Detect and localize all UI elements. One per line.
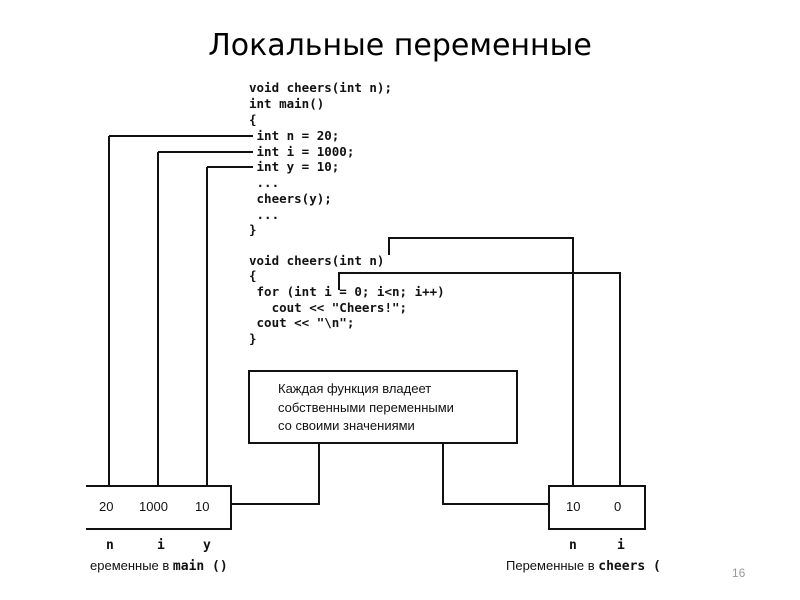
code-line: void cheers(int n); [249,80,392,95]
main-label-i: i [157,538,165,553]
note-box [248,370,518,444]
code-line: cout << "\n"; [249,315,355,330]
code-line: { [249,112,257,127]
code-line: cheers(y); [249,191,332,206]
page-number: 16 [732,566,746,580]
main-caption-text: еременные в [90,558,173,573]
cheers-value-i: 0 [614,499,622,514]
main-caption: еременные в main () [90,558,228,574]
cheers-caption: Переменные в cheers ( [506,558,661,574]
main-label-y: y [203,538,211,553]
code-line: void cheers(int n) [249,253,385,268]
code-line: ... [249,175,280,190]
code-line: } [249,331,257,346]
main-label-n: n [106,538,114,553]
code-line: cout << "Cheers!"; [249,300,408,315]
code-line: ... [249,207,280,222]
code-line: int y = 10; [249,159,340,174]
cheers-label-i: i [617,538,625,553]
slide-title: Локальные переменные [208,28,592,63]
code-line: { [249,268,257,283]
cheers-caption-text: Переменные в [506,558,599,573]
code-line: int main() [249,96,325,111]
main-variables-box [86,485,232,530]
note-text-line: собственными переменными [278,400,454,415]
connector-i-cheers [338,272,621,485]
note-text-line: Каждая функция владеет [278,381,432,396]
code-line: } [249,222,257,237]
connector-note-main [231,442,320,505]
main-value-i: 1000 [139,499,168,514]
code-line: for (int i = 0; i<n; i++) [249,284,445,299]
cheers-label-n: n [569,538,577,553]
connector-n-cheers [388,237,574,485]
cheers-variables-box [548,485,646,530]
code-line: int i = 1000; [249,144,355,159]
connector-note-cheers [442,442,549,505]
main-value-y: 10 [195,499,210,514]
main-caption-function: main () [172,559,228,574]
main-value-n: 20 [99,499,114,514]
note-text-line: со своими значениями [278,418,415,433]
cheers-value-n: 10 [566,499,581,514]
code-line: int n = 20; [249,128,340,143]
cheers-caption-function: cheers ( [598,559,661,574]
